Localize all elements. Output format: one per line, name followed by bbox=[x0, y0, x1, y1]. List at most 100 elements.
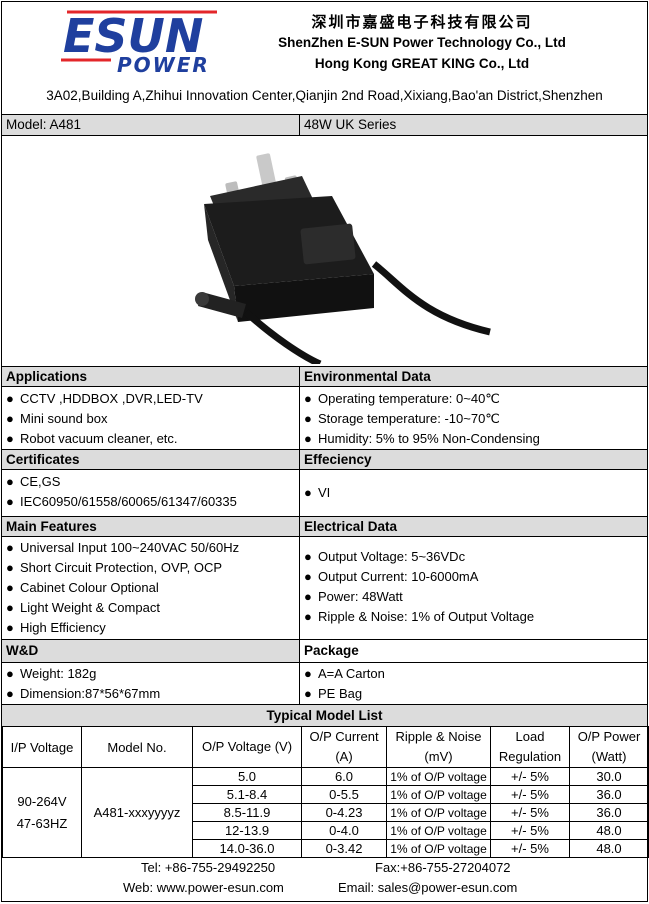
table-row: 12-13.9 0-4.0 1% of O/P voltage +/- 5% 4… bbox=[3, 821, 649, 840]
features-title: Main Features bbox=[2, 517, 300, 536]
list-item: ●VI bbox=[304, 485, 331, 500]
features-body-row: ●Universal Input 100~240VAC 50/60Hz ●Sho… bbox=[2, 536, 647, 639]
footer-fax: Fax:+86-755-27204072 bbox=[375, 860, 511, 875]
load-regulation: +/- 5% bbox=[490, 821, 570, 840]
logo-bottom-text: POWER bbox=[117, 53, 210, 76]
op-voltage: 5.0 bbox=[192, 767, 302, 786]
environmental-title: Environmental Data bbox=[304, 369, 431, 384]
model-list-title: Typical Model List bbox=[2, 704, 647, 726]
op-power: 48.0 bbox=[569, 839, 649, 858]
col-header: O/P Power (Watt) bbox=[569, 726, 649, 768]
table-header-row: I/P Voltage Model No. O/P Voltage (V) O/… bbox=[2, 726, 649, 768]
wd-list: ●Weight: 182g ●Dimension:87*56*67mm bbox=[2, 663, 300, 704]
table-row: 14.0-36.0 0-3.42 1% of O/P voltage +/- 5… bbox=[3, 839, 649, 858]
applications-body-row: ●CCTV ,HDDBOX ,DVR,LED-TV ●Mini sound bo… bbox=[2, 386, 647, 449]
electrical-list: ●Output Voltage: 5~36VDc ●Output Current… bbox=[300, 537, 647, 639]
op-voltage: 8.5-11.9 bbox=[192, 803, 302, 822]
footer-tel: Tel: +86-755-29492250 bbox=[141, 860, 276, 875]
col-header: I/P Voltage bbox=[2, 726, 82, 768]
list-item: ●Short Circuit Protection, OVP, OCP bbox=[6, 560, 223, 575]
certificates-header-row: Certificates Effeciency bbox=[2, 449, 647, 469]
list-item: ●Operating temperature: 0~40℃ bbox=[304, 391, 500, 406]
environmental-list: ●Operating temperature: 0~40℃ ●Storage t… bbox=[300, 387, 647, 449]
applications-title: Applications bbox=[2, 367, 300, 386]
list-item: ●Dimension:87*56*67mm bbox=[6, 686, 161, 701]
op-current: 0-4.23 bbox=[301, 803, 387, 822]
footer-web[interactable]: Web: www.power-esun.com bbox=[123, 880, 284, 895]
esun-power-logo: ESUN POWER bbox=[61, 9, 217, 76]
op-current: 0-3.42 bbox=[301, 839, 387, 858]
model-bar: Model: A481 48W UK Series bbox=[2, 114, 647, 135]
table-row: 5.1-8.4 0-5.5 1% of O/P voltage +/- 5% 3… bbox=[3, 785, 649, 804]
company-name-en-2: Hong Kong GREAT KING Co., Ltd bbox=[314, 56, 530, 71]
company-block: 深圳市嘉盛电子科技有限公司 ShenZhen E-SUN Power Techn… bbox=[252, 12, 592, 74]
logo-top-text: ESUN bbox=[63, 9, 203, 63]
ip-voltage-cell: 90-264V 47-63HZ bbox=[2, 767, 82, 858]
company-name-cn: 深圳市嘉盛电子科技有限公司 bbox=[311, 13, 533, 31]
op-voltage: 12-13.9 bbox=[192, 821, 302, 840]
op-power: 36.0 bbox=[569, 785, 649, 804]
list-item: ●Robot vacuum cleaner, etc. bbox=[6, 431, 178, 446]
company-name-en-1: ShenZhen E-SUN Power Technology Co., Ltd bbox=[278, 35, 566, 50]
certificates-body-row: ●CE,GS ●IEC60950/61558/60065/61347/60335… bbox=[2, 469, 647, 516]
col-header: O/P Current (A) bbox=[301, 726, 387, 768]
wd-header-row: W&D Package bbox=[2, 639, 647, 662]
certificates-list: ●CE,GS ●IEC60950/61558/60065/61347/60335 bbox=[2, 470, 300, 516]
package-list: ●A=A Carton ●PE Bag bbox=[300, 663, 647, 704]
power-adapter-image bbox=[195, 153, 491, 368]
list-item: ●Output Current: 10-6000mA bbox=[304, 569, 479, 584]
efficiency-list: ●VI bbox=[300, 470, 647, 516]
op-current: 0-4.0 bbox=[301, 821, 387, 840]
op-voltage: 14.0-36.0 bbox=[192, 839, 302, 858]
electrical-title: Electrical Data bbox=[304, 519, 398, 534]
applications-list: ●CCTV ,HDDBOX ,DVR,LED-TV ●Mini sound bo… bbox=[2, 387, 300, 449]
list-item: ●Output Voltage: 5~36VDc bbox=[304, 549, 466, 564]
ip-voltage-range: 90-264V bbox=[17, 793, 67, 809]
model-label: Model: A481 bbox=[2, 115, 300, 135]
ripple-noise: 1% of O/P voltage bbox=[386, 821, 491, 840]
ip-frequency-range: 47-63HZ bbox=[16, 815, 68, 831]
ripple-noise: 1% of O/P voltage bbox=[386, 803, 491, 822]
op-power: 30.0 bbox=[569, 767, 649, 786]
applications-header-row: Applications Environmental Data bbox=[2, 366, 647, 386]
package-title: Package bbox=[300, 640, 647, 662]
model-list-table: I/P Voltage Model No. O/P Voltage (V) O/… bbox=[2, 726, 649, 858]
op-current: 0-5.5 bbox=[301, 785, 387, 804]
table-row: 90-264V 47-63HZ A481-xxxyyyyz 5.0 6.0 1%… bbox=[2, 767, 649, 858]
product-image-area bbox=[2, 135, 647, 368]
list-item: ●Weight: 182g bbox=[6, 666, 97, 681]
col-header: Ripple & Noise (mV) bbox=[386, 726, 491, 768]
list-item: ●Mini sound box bbox=[6, 411, 108, 426]
list-item: ●Universal Input 100~240VAC 50/60Hz bbox=[6, 540, 240, 555]
footer-email[interactable]: Email: sales@power-esun.com bbox=[338, 880, 518, 895]
col-header: Load Regulation bbox=[490, 726, 570, 768]
op-power: 48.0 bbox=[569, 821, 649, 840]
ripple-noise: 1% of O/P voltage bbox=[386, 785, 491, 804]
list-item: ●Light Weight & Compact bbox=[6, 600, 160, 615]
load-regulation: +/- 5% bbox=[490, 803, 570, 822]
ripple-noise: 1% of O/P voltage bbox=[386, 839, 491, 858]
certificates-title: Certificates bbox=[2, 450, 300, 469]
list-item: ●CE,GS bbox=[6, 474, 61, 489]
company-address: 3A02,Building A,Zhihui Innovation Center… bbox=[46, 88, 603, 103]
model-no-cell: A481-xxxyyyyz bbox=[81, 767, 193, 858]
list-item: ●Ripple & Noise: 1% of Output Voltage bbox=[304, 609, 535, 624]
load-regulation: +/- 5% bbox=[490, 785, 570, 804]
list-item: ●High Efficiency bbox=[6, 620, 106, 635]
op-current: 6.0 bbox=[301, 767, 387, 786]
features-list: ●Universal Input 100~240VAC 50/60Hz ●Sho… bbox=[2, 537, 300, 639]
list-item: ●A=A Carton bbox=[304, 666, 385, 681]
col-header: O/P Voltage (V) bbox=[192, 726, 302, 768]
list-item: ●CCTV ,HDDBOX ,DVR,LED-TV bbox=[6, 391, 203, 406]
series-label: 48W UK Series bbox=[304, 117, 397, 132]
efficiency-title: Effeciency bbox=[304, 452, 372, 467]
load-regulation: +/- 5% bbox=[490, 839, 570, 858]
list-item: ●Storage temperature: -10~70℃ bbox=[304, 411, 500, 426]
wd-body-row: ●Weight: 182g ●Dimension:87*56*67mm ●A=A… bbox=[2, 662, 647, 704]
list-item: ●Cabinet Colour Optional bbox=[6, 580, 159, 595]
col-header: Model No. bbox=[81, 726, 193, 768]
list-item: ●IEC60950/61558/60065/61347/60335 bbox=[6, 494, 237, 509]
list-item: ●Humidity: 5% to 95% Non-Condensing bbox=[304, 431, 540, 446]
wd-title: W&D bbox=[2, 640, 300, 662]
